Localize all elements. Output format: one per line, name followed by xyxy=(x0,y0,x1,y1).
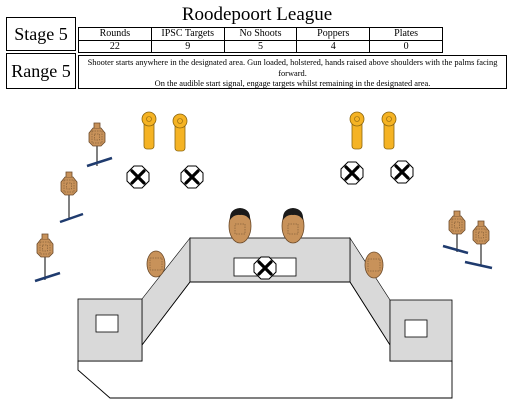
ipsc-target-stand xyxy=(442,210,469,255)
stage-briefing: Shooter starts anywhere in the designate… xyxy=(78,55,507,89)
ipsc-head-target xyxy=(146,250,166,278)
ipsc-head-target xyxy=(364,251,384,279)
right-wall-window xyxy=(404,319,428,338)
stats-table: Rounds IPSC Targets No Shoots Poppers Pl… xyxy=(78,27,443,53)
ipsc-target-stand xyxy=(59,171,84,224)
no-shoot-target xyxy=(339,160,365,186)
league-title: Roodepoort League xyxy=(181,4,333,25)
briefing-line-1: Shooter starts anywhere in the designate… xyxy=(87,58,498,78)
rounds-value: 22 xyxy=(78,39,152,53)
ipsc-head-target xyxy=(228,207,252,244)
ipsc-target-stand xyxy=(86,122,113,168)
stats-value-row: 22 9 5 4 0 xyxy=(78,39,443,53)
ipsc-targets-value: 9 xyxy=(150,39,225,53)
no-shoot-target xyxy=(389,159,415,185)
briefing-line-2: On the audible start signal, engage targ… xyxy=(154,79,431,88)
plates-value: 0 xyxy=(369,39,443,53)
no-shoot-target xyxy=(125,164,151,190)
stage-label: Stage 5 xyxy=(6,17,76,51)
popper-target xyxy=(172,113,188,152)
popper-target xyxy=(349,111,365,150)
range-label: Range 5 xyxy=(6,53,76,89)
ipsc-target-stand xyxy=(464,220,493,270)
no-shoot-target xyxy=(252,255,278,281)
no-shoot-target xyxy=(179,164,205,190)
popper-target xyxy=(141,111,157,150)
ipsc-head-target xyxy=(281,207,305,244)
popper-target xyxy=(381,111,397,150)
left-wall-window xyxy=(95,314,119,333)
ipsc-target-stand xyxy=(34,233,61,283)
